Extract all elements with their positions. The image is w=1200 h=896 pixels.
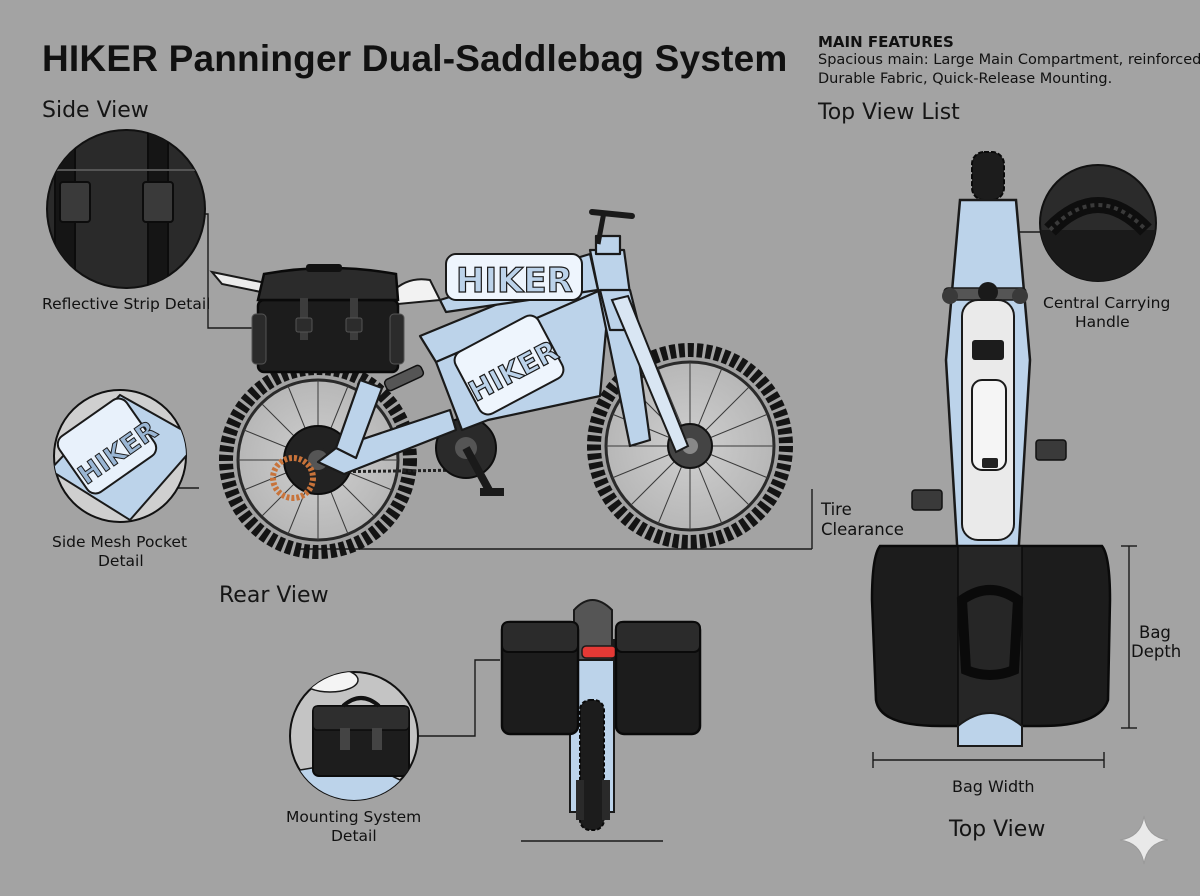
top-view-list-heading: Top View List xyxy=(818,100,960,125)
tire-clearance-label-line-2: Clearance xyxy=(821,520,904,539)
side-mesh-pocket-label-line-2: Detail xyxy=(98,552,144,570)
carrying-handle-label-line-1: Central Carrying xyxy=(1043,294,1171,312)
bag-depth-label-line-1: Bag xyxy=(1139,623,1171,642)
reflective-strip-detail-circle xyxy=(46,129,206,289)
sparkle-icon xyxy=(1119,815,1169,865)
top-view-bike xyxy=(870,151,1112,747)
tire-clearance-label-line-1: Tire xyxy=(821,500,852,519)
side-saddlebag xyxy=(251,264,405,374)
reflective-strip-label: Reflective Strip Detail xyxy=(42,295,211,313)
rear-view-bike xyxy=(500,599,702,831)
main-features-heading: MAIN FEATURES xyxy=(818,33,954,51)
page-title: HIKER Panninger Dual-Saddlebag System xyxy=(42,38,788,79)
top-view-heading: Top View xyxy=(949,817,1046,842)
side-mesh-pocket-label-line-1: Side Mesh Pocket xyxy=(52,533,188,551)
callout-leader-lines xyxy=(175,213,1137,842)
mounting-system-label-line-2: Detail xyxy=(331,827,377,845)
mounting-system-detail-circle xyxy=(289,671,419,801)
tank-logo-text: HIKER xyxy=(456,261,573,301)
carrying-handle-detail-circle xyxy=(1039,164,1157,282)
rear-view-heading: Rear View xyxy=(219,583,329,608)
main-features-line-2: Durable Fabric, Quick-Release Mounting. xyxy=(818,71,1113,87)
side-view-heading: Side View xyxy=(42,98,149,123)
carrying-handle-label-line-2: Handle xyxy=(1075,313,1130,331)
bag-depth-label-line-2: Depth xyxy=(1131,642,1182,661)
main-features-line-1: Spacious main: Large Main Compartment, r… xyxy=(818,52,1200,68)
front-wheel xyxy=(587,343,793,549)
side-view-bike: HIKER HIKER xyxy=(209,209,793,559)
side-mesh-pocket-detail-circle: HIKER xyxy=(53,389,187,523)
mounting-system-label-line-1: Mounting System xyxy=(286,808,422,826)
bag-width-label: Bag Width xyxy=(952,777,1035,796)
